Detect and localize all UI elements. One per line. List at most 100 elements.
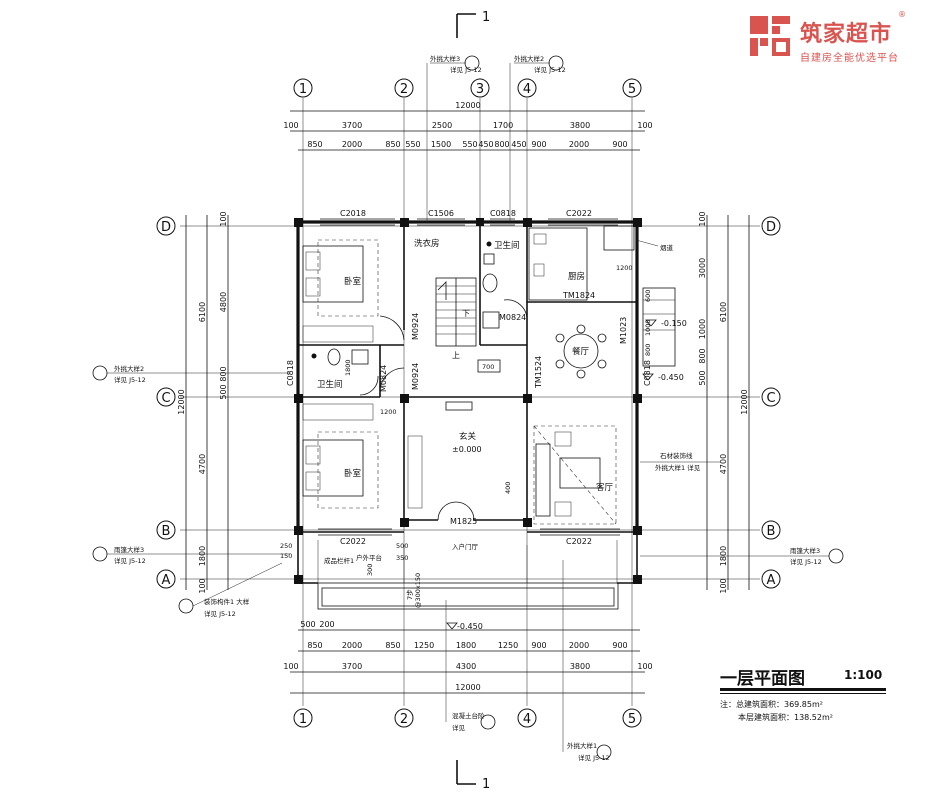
- opening-label: M0924: [411, 363, 420, 390]
- callout-text: 外挑大样2: [514, 54, 544, 63]
- dim-text: 150: [280, 552, 292, 560]
- callout-ref: 详见 J5-12: [578, 753, 610, 762]
- stair-dim: 700: [482, 363, 494, 371]
- opening-label: M0824: [379, 365, 388, 392]
- axis-label: 4: [523, 82, 531, 97]
- logo-brand-name: 筑家超市: [800, 22, 893, 47]
- dim-text: 300: [366, 564, 374, 576]
- callout-top-1: 外挑大样3 详见 J5-12: [426, 54, 482, 222]
- callout-left-1: 外挑大样2 详见 J5-12: [92, 364, 290, 384]
- bath-2-fixtures: [482, 241, 500, 329]
- dim-text: 100: [637, 662, 652, 671]
- entry-porch: [317, 540, 619, 610]
- section-mark-top: 1: [456, 10, 490, 38]
- callout-text: 成品栏杆1: [324, 556, 354, 565]
- dim-text: 600: [644, 290, 652, 302]
- room-labels: 卧室 卧室 洗衣房 卫生间 卫生间 厨房 餐厅 客厅 玄关 户外平台 入户门厅: [317, 238, 614, 562]
- dim-text: 200: [319, 620, 334, 629]
- dim-text: 850: [385, 641, 400, 650]
- callout-right-1: 雨篷大样3 详见 J5-12: [640, 546, 844, 566]
- dim-text: 100: [219, 211, 228, 226]
- opening-label: C2022: [340, 537, 366, 546]
- opening-labels: C2018 C1506 C0818 C2022 C0818 M0924 M092…: [286, 209, 652, 546]
- callout-text: @300x150: [414, 573, 422, 608]
- stair-up-label: 上: [452, 351, 460, 360]
- bedroom-1-furniture: [302, 239, 379, 343]
- dim-text: 2000: [569, 641, 589, 650]
- dim-text: 3000: [698, 258, 707, 278]
- dimensions-left: 12000 6100 4700 1800 100 100 4800 800 50…: [177, 211, 229, 594]
- dim-text: 550: [462, 140, 477, 149]
- dim-text: 500: [396, 542, 408, 550]
- dim-text: 500: [219, 384, 228, 399]
- misc-dimensions: 1200 1800 400 300 1200 500 350 250 150 6…: [280, 264, 652, 576]
- dim-text: 3800: [570, 121, 590, 130]
- dim-text: 100: [283, 662, 298, 671]
- dim-text: 6100: [719, 302, 728, 322]
- dim-text: 100: [283, 121, 298, 130]
- axis-label: 5: [628, 82, 636, 97]
- callout-text: 外挑大样3: [430, 54, 460, 63]
- dim-text: 800: [644, 344, 652, 356]
- dim-text: 2000: [342, 641, 362, 650]
- dim-text: 1200: [380, 408, 397, 416]
- drawing-title-block: 一层平面图 1:100 注：总建筑面积：369.85m² 本层建筑面积：138.…: [720, 664, 920, 724]
- drawing-scale: 1:100: [844, 668, 883, 682]
- callout-text: 混凝土台阶: [452, 711, 485, 720]
- opening-label: C2018: [340, 209, 366, 218]
- callout-ref: 详见 J5-12: [790, 557, 822, 566]
- logo-slogan: 自建房全能优选平台: [800, 53, 899, 64]
- axis-bubbles-right: D C B A: [761, 216, 781, 589]
- logo-registered-mark: ®: [898, 10, 906, 19]
- callout-ref: 详见 J5-12: [114, 375, 146, 384]
- callout-railing: 成品栏杆1: [324, 556, 354, 565]
- axis-label: 2: [400, 712, 408, 727]
- dim-text: 1800: [456, 641, 476, 650]
- room-label: 卧室: [344, 276, 362, 287]
- dim-text: 100: [198, 578, 207, 593]
- stair: 下 上 700: [435, 277, 501, 373]
- room-label: 入户门厅: [452, 542, 479, 551]
- callout-text: 外挑大样2: [114, 364, 144, 373]
- dim-text: 500: [300, 620, 315, 629]
- axis-label: C: [766, 391, 775, 406]
- dim-text: 2000: [569, 140, 589, 149]
- note-total-area: 注：总建筑面积：369.85m²: [720, 700, 823, 709]
- opening-label: TM1524: [534, 356, 543, 389]
- exterior-walls: [296, 218, 640, 584]
- door-swings: [359, 299, 528, 396]
- stair-down-label: 下: [462, 309, 470, 318]
- callout-steps: @300x150 7步: [406, 573, 422, 608]
- room-label: 客厅: [596, 482, 614, 493]
- dim-text: 900: [612, 641, 627, 650]
- dim-text: 1000: [698, 319, 707, 339]
- axis-label: 3: [476, 82, 484, 97]
- dim-text: 350: [396, 554, 408, 562]
- axis-label: 5: [628, 712, 636, 727]
- callout-ref: 外挑大样1 详见: [655, 463, 701, 472]
- axis-label: B: [162, 524, 171, 539]
- axis-label: 1: [299, 712, 307, 727]
- callout-chimney: 烟道: [635, 239, 674, 252]
- callout-text: 装饰构件1 大样: [204, 597, 250, 606]
- section-label: 1: [482, 777, 490, 792]
- title-underline-thin: [720, 693, 886, 694]
- callout-text: 烟道: [660, 243, 674, 252]
- dim-text: 800: [494, 140, 509, 149]
- opening-label: C2022: [566, 537, 592, 546]
- dim-text: 1250: [498, 641, 518, 650]
- callout-text: 雨篷大样3: [114, 545, 144, 554]
- dim-text: 850: [307, 140, 322, 149]
- axis-bubbles-left: D C B A: [156, 216, 176, 589]
- dim-text: 100: [637, 121, 652, 130]
- dim-text: 4300: [456, 662, 476, 671]
- callout-right-2: 石材装饰线 外挑大样1 详见: [640, 451, 720, 472]
- axis-bubbles-bottom: 1 2 4 5: [293, 708, 642, 728]
- dim-text: 12000: [740, 389, 749, 414]
- dim-text: 1250: [414, 641, 434, 650]
- opening-label: C2022: [566, 209, 592, 218]
- dimensions-bottom: 500 200 850 2000 850 1250 1800 1250 900 …: [283, 620, 653, 694]
- bedroom-2-furniture: [302, 403, 379, 509]
- axis-label: D: [766, 220, 776, 235]
